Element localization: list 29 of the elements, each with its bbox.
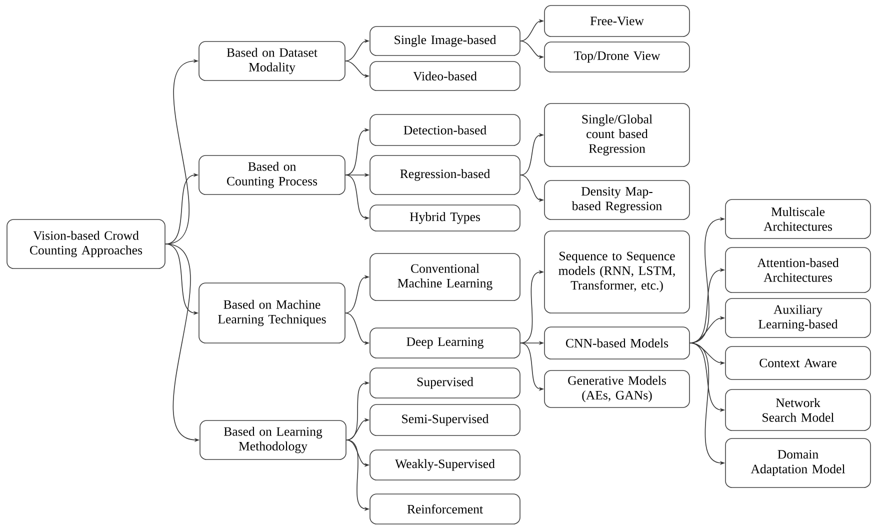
category-box: CNN-based Models xyxy=(544,326,690,360)
category-box: Based on Dataset Modality xyxy=(198,41,346,81)
category-box: Conventional Machine Learning xyxy=(370,253,520,301)
category-box: Based on Machine Learning Techniques xyxy=(198,282,346,344)
category-box: Deep Learning xyxy=(370,328,520,358)
category-box: Detection-based xyxy=(370,114,520,146)
category-box: Reinforcement xyxy=(370,494,520,524)
category-box: Multiscale Architectures xyxy=(725,199,871,239)
category-box: Single Image-based xyxy=(370,26,520,56)
category-box: Network Search Model xyxy=(725,389,871,431)
category-box: Auxiliary Learning-based xyxy=(725,298,871,338)
category-box: Domain Adaptation Model xyxy=(725,438,871,488)
category-box: Context Aware xyxy=(725,346,871,380)
category-box: Hybrid Types xyxy=(370,204,520,232)
category-box: Single/Global count based Regression xyxy=(544,103,690,167)
category-box: Based on Learning Methodology xyxy=(200,420,346,460)
category-box: Vision-based Crowd Counting Approaches xyxy=(6,219,166,269)
category-box: Supervised xyxy=(370,368,520,398)
category-box: Semi-Supervised xyxy=(370,404,520,436)
category-box: Weakly-Supervised xyxy=(370,450,520,480)
category-box: Free-View xyxy=(544,5,690,37)
category-box: Generative Models (AEs, GANs) xyxy=(544,370,690,408)
category-box: Attention-based Architectures xyxy=(725,247,871,293)
category-box: Based on Counting Process xyxy=(198,155,346,195)
category-box: Top/Drone View xyxy=(544,42,690,72)
category-box: Sequence to Sequence models (RNN, LSTM, Transformer, etc.) xyxy=(544,230,690,314)
category-box: Density Map-based Regression xyxy=(544,180,690,220)
category-box: Video-based xyxy=(370,61,520,91)
category-box: Regression-based xyxy=(370,155,520,195)
